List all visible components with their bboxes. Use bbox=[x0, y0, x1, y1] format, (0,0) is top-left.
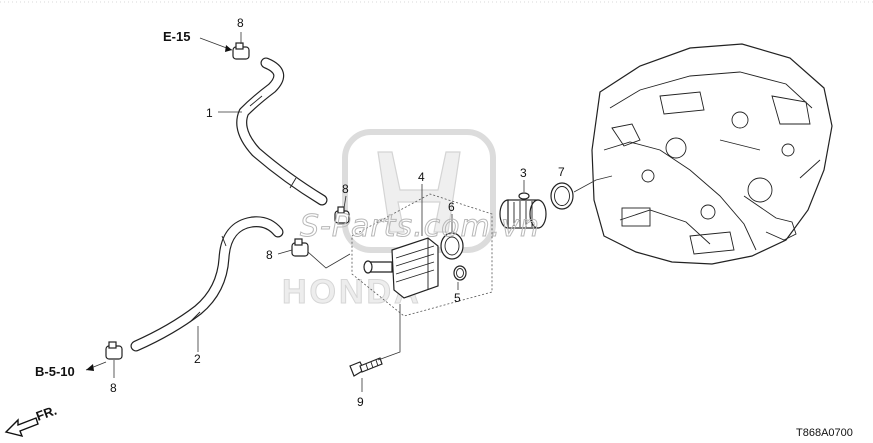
site-watermark: S-Parts.com.vn bbox=[300, 209, 540, 244]
o-ring-7[interactable] bbox=[550, 182, 574, 210]
flange-bolt-9[interactable] bbox=[349, 357, 383, 377]
o-ring-5[interactable] bbox=[453, 265, 467, 281]
callout-2: 2 bbox=[194, 352, 201, 366]
o-ring-6[interactable] bbox=[440, 232, 464, 260]
hose-1[interactable] bbox=[236, 57, 328, 206]
drawing-code: T868A0700 bbox=[796, 427, 853, 439]
oil-cooler-assembly-outline bbox=[351, 193, 493, 317]
callout-7: 7 bbox=[558, 165, 565, 179]
front-direction-arrow: FR. bbox=[4, 403, 59, 438]
callout-8-left: 8 bbox=[266, 248, 273, 262]
callout-4: 4 bbox=[418, 170, 425, 184]
oil-cooler-4[interactable] bbox=[363, 237, 439, 299]
transmission-case bbox=[591, 43, 833, 265]
front-direction-label: FR. bbox=[34, 403, 59, 424]
hose-clamp-left[interactable] bbox=[291, 238, 309, 257]
callout-8-bottom: 8 bbox=[110, 381, 117, 395]
callout-9: 9 bbox=[357, 395, 364, 409]
callout-8-middle: 8 bbox=[342, 182, 349, 196]
hose-2[interactable] bbox=[130, 216, 284, 352]
callout-3: 3 bbox=[520, 166, 527, 180]
hose-clamp-bottom[interactable] bbox=[105, 341, 123, 360]
reference-e15[interactable]: E-15 bbox=[163, 29, 190, 44]
callout-1: 1 bbox=[206, 106, 213, 120]
callout-5: 5 bbox=[454, 291, 461, 305]
callout-8-top: 8 bbox=[237, 16, 244, 30]
leader-lines bbox=[85, 32, 613, 392]
filter-3[interactable] bbox=[499, 192, 547, 229]
hose-clamp-middle[interactable] bbox=[334, 206, 350, 224]
callout-6: 6 bbox=[448, 200, 455, 214]
reference-b510[interactable]: B-5-10 bbox=[35, 364, 75, 379]
hose-clamp-top[interactable] bbox=[232, 42, 250, 60]
